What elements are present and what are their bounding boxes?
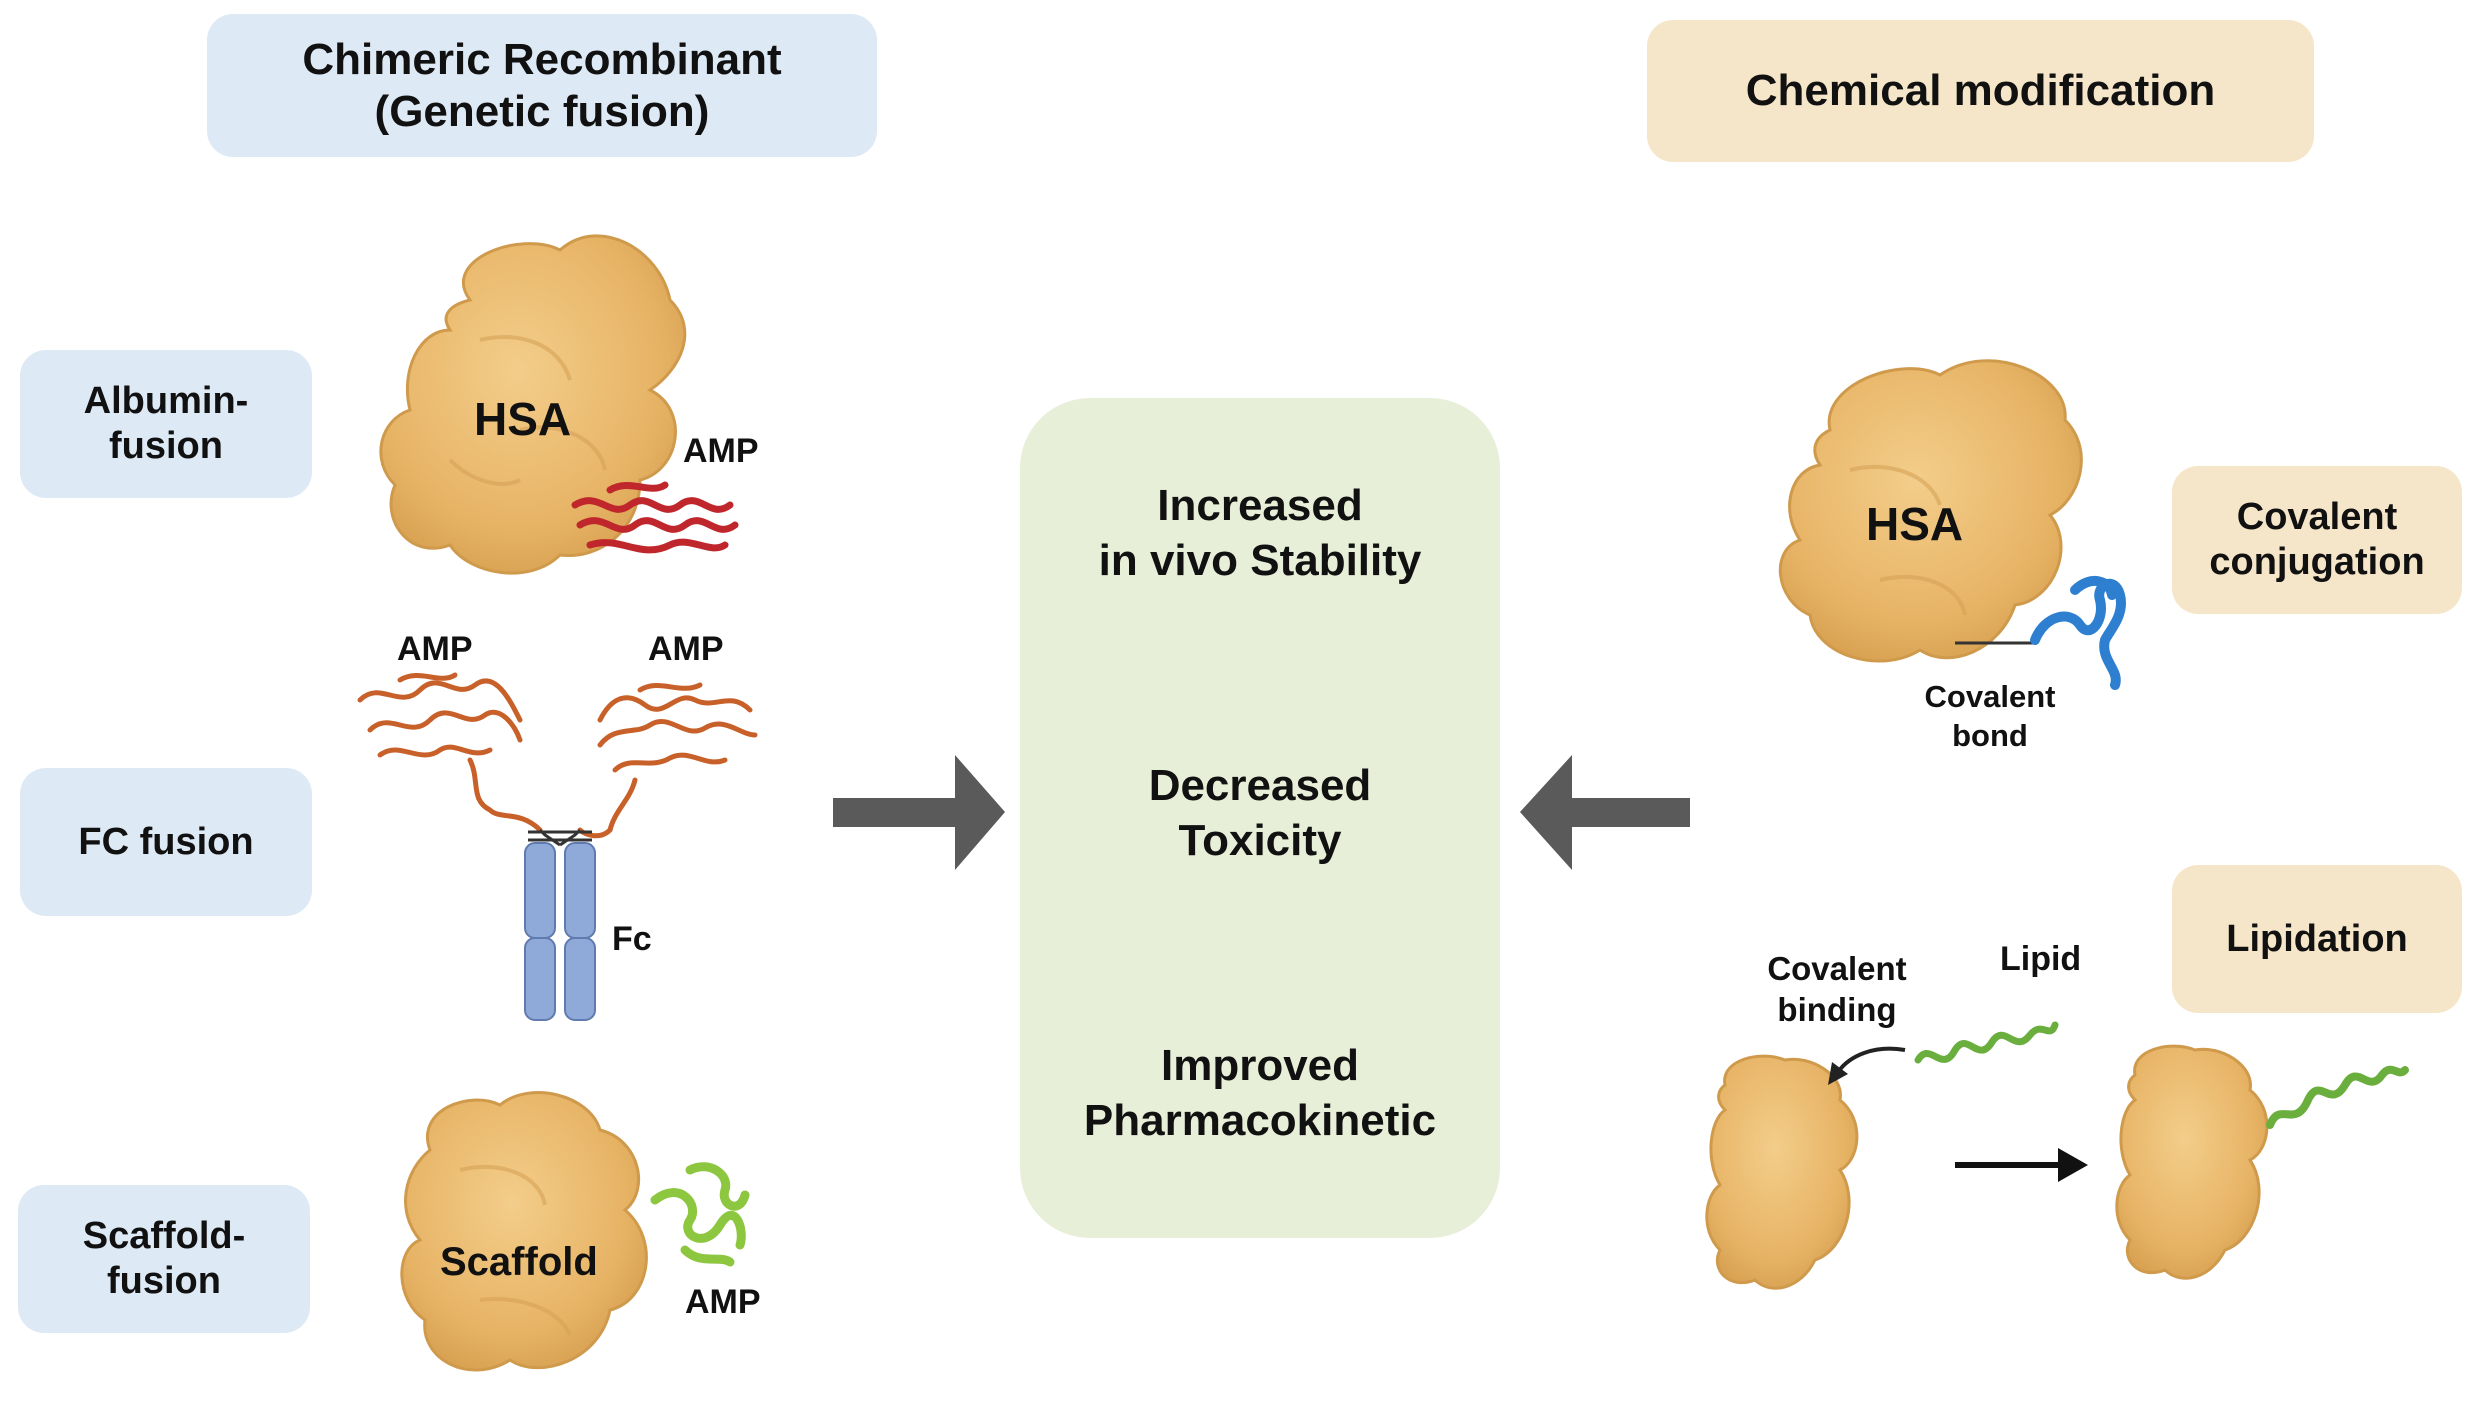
benefit-pk-line2: Pharmacokinetic bbox=[1083, 1096, 1437, 1145]
label-amp-albumin: AMP bbox=[683, 432, 759, 470]
scaffold-line2: fusion bbox=[107, 1260, 221, 1302]
header-chimeric-line2: (Genetic fusion) bbox=[374, 86, 710, 136]
header-chimeric-line1: Chimeric Recombinant bbox=[302, 34, 782, 84]
hsa-protein-right bbox=[1778, 359, 2083, 663]
covalent-conj-line2: conjugation bbox=[2209, 541, 2425, 583]
benefit-pharmacokinetic: Improved Pharmacokinetic bbox=[1020, 1038, 1500, 1148]
covalent-bond-line2: bond bbox=[1952, 717, 2028, 753]
albumin-line1: Albumin- bbox=[83, 380, 249, 423]
header-chimeric-recombinant: Chimeric Recombinant (Genetic fusion) bbox=[207, 14, 877, 157]
label-amp-fc-right: AMP bbox=[648, 630, 724, 668]
category-fc-fusion: FC fusion bbox=[20, 768, 312, 916]
category-scaffold-fusion: Scaffold- fusion bbox=[18, 1185, 310, 1333]
benefit-toxicity-line1: Decreased bbox=[1148, 761, 1372, 810]
benefit-stability-line1: Increased bbox=[1157, 481, 1363, 530]
amp-domain-orange-left bbox=[357, 672, 543, 833]
helix-blue bbox=[2030, 576, 2126, 690]
amp-helix-green bbox=[650, 1162, 750, 1267]
label-scaffold: Scaffold bbox=[440, 1240, 598, 1284]
benefit-stability: Increased in vivo Stability bbox=[1020, 478, 1500, 588]
fc-fusion-text: FC fusion bbox=[78, 820, 254, 863]
category-lipidation: Lipidation bbox=[2172, 865, 2462, 1013]
category-covalent-conjugation: Covalent conjugation bbox=[2172, 466, 2462, 614]
covalent-binding-arrowhead bbox=[1828, 1062, 1848, 1085]
label-covalent-binding: Covalent binding bbox=[1757, 948, 1917, 1031]
lipid-attached bbox=[2266, 1065, 2409, 1129]
albumin-line2: fusion bbox=[109, 425, 223, 467]
label-hsa-left: HSA bbox=[474, 393, 572, 445]
benefit-toxicity: Decreased Toxicity bbox=[1020, 758, 1500, 868]
benefit-pk-line1: Improved bbox=[1160, 1041, 1360, 1090]
lipidation-text: Lipidation bbox=[2226, 917, 2408, 960]
header-chemical-text: Chemical modification bbox=[1745, 66, 2216, 116]
scaffold-line1: Scaffold- bbox=[82, 1215, 246, 1258]
amp-domain-orange-right bbox=[577, 682, 758, 839]
header-chemical-modification: Chemical modification bbox=[1647, 20, 2314, 162]
label-amp-scaffold: AMP bbox=[685, 1283, 761, 1321]
label-hsa-right: HSA bbox=[1866, 498, 1964, 550]
covalent-bond-line1: Covalent bbox=[1924, 679, 2056, 714]
benefit-stability-line2: in vivo Stability bbox=[1098, 536, 1422, 585]
arrow-left-into-center bbox=[1520, 755, 1690, 870]
amp-ribbon-red bbox=[571, 481, 739, 554]
covalent-binding-line1: Covalent bbox=[1767, 950, 1907, 987]
benefit-toxicity-line2: Toxicity bbox=[1178, 816, 1342, 865]
benefits-panel bbox=[1020, 398, 1500, 1238]
lipid-free bbox=[1914, 1021, 2059, 1064]
fc-domain bbox=[524, 828, 596, 1021]
label-amp-fc-left: AMP bbox=[397, 630, 473, 668]
label-lipid: Lipid bbox=[2000, 940, 2082, 978]
lipidation-arrowhead bbox=[2058, 1148, 2088, 1182]
lipidation-protein-after bbox=[2115, 1044, 2269, 1280]
lipidation-protein-before bbox=[1705, 1054, 1859, 1290]
covalent-binding-arrow bbox=[1836, 1046, 1906, 1074]
label-covalent-bond: Covalent bond bbox=[1910, 678, 2070, 756]
category-albumin-fusion: Albumin- fusion bbox=[20, 350, 312, 498]
covalent-binding-line2: binding bbox=[1777, 991, 1897, 1029]
arrow-right-into-center bbox=[833, 755, 1005, 870]
covalent-conj-line1: Covalent bbox=[2236, 496, 2398, 539]
label-fc: Fc bbox=[612, 920, 652, 958]
scaffold-protein bbox=[400, 1091, 648, 1372]
